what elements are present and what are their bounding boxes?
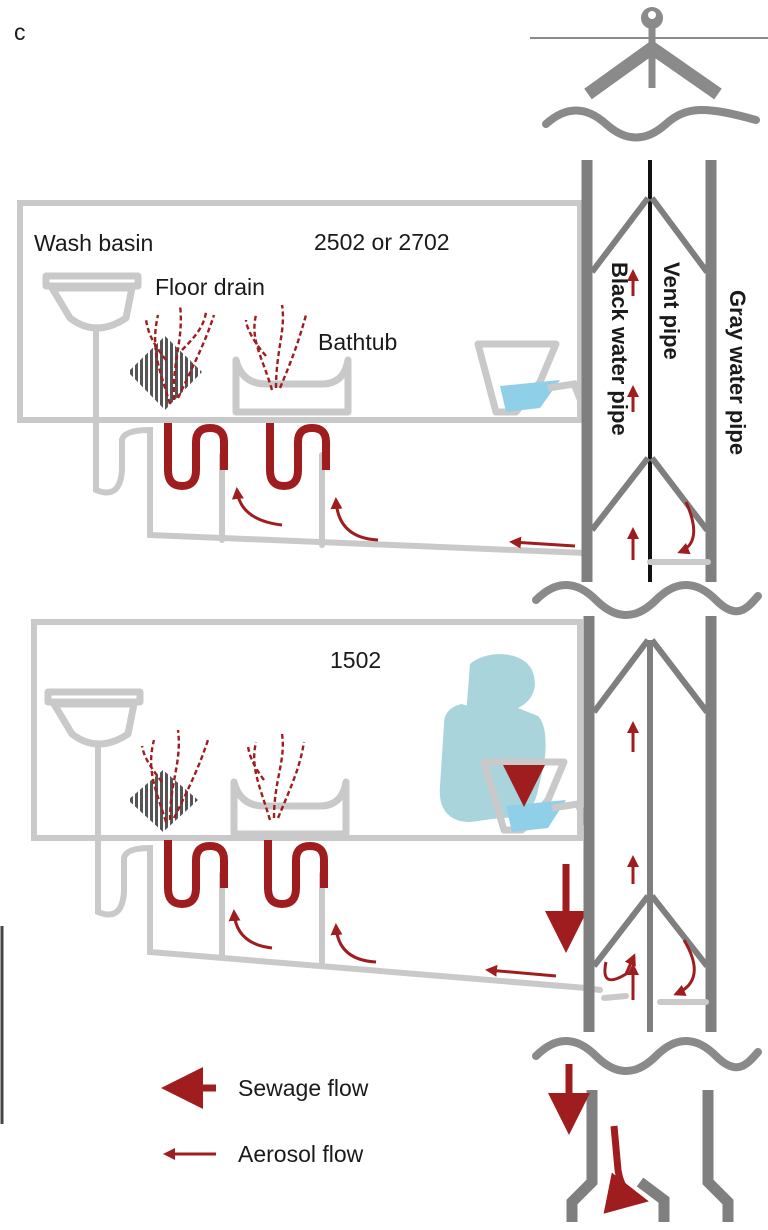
aerosol-arrow-stack-9 [673,939,696,996]
pipe-stack-lower [583,616,717,1032]
aerosol-arrow-upper-3 [509,536,576,549]
floor-drain-grate-icon-lower [128,770,198,832]
roof-vent-cap-icon [530,7,768,142]
aerosol-plume-upper-drain [144,304,216,405]
wash-basin-icon-lower [44,688,144,841]
lower-branch-drain [95,835,603,993]
stack-outlet [548,1064,734,1222]
black-water-pipe-label: Black water pipe [607,262,632,436]
legend: Sewage flow Aerosol flow [161,1067,369,1167]
aerosol-arrow-stack-4 [677,501,696,555]
floor-drain-grate-icon [128,336,202,410]
floor-drain-trap-lower [164,840,228,909]
toilet-icon [474,340,586,416]
pipe-stack-upper: Black water pipe Vent pipe Gray water pi… [581,160,750,582]
upper-branch-drain [93,417,589,556]
wash-basin-icon [42,272,142,423]
wash-basin-label: Wash basin [34,230,153,256]
floor-drain-label: Floor drain [155,274,265,300]
pipe-break-wave-2 [532,1037,762,1075]
aerosol-arrow-stack-8 [603,953,636,982]
pipe-break-wave-1 [532,581,762,619]
aerosol-plume-lower-tub [246,733,306,821]
bathtub-trap-upper [266,423,330,491]
sewage-arrow-outlet-2 [603,1125,649,1214]
panel-letter: c [14,19,26,45]
gray-water-pipe-label: Gray water pipe [725,290,750,455]
bathtub-icon [232,356,352,416]
bathtub-label: Bathtub [318,329,397,355]
upper-room-number: 2502 or 2702 [314,229,450,255]
aerosol-arrow-lower-3 [485,964,557,978]
bathtub-trap-lower [264,840,328,909]
legend-sewage-label: Sewage flow [238,1075,369,1101]
lower-floor: 1502 [31,619,603,993]
bathtub-icon-lower [230,778,350,838]
aerosol-arrow-upper-1 [231,487,283,527]
aerosol-arrow-upper-2 [330,497,379,542]
upper-floor: 2502 or 2702 Wash basin Floor drain Bath… [17,200,589,556]
floor-drain-trap-upper [164,423,228,491]
aerosol-arrow-lower-2 [330,923,377,964]
lower-room-number: 1502 [330,647,381,673]
toilet-icon-lower [480,758,590,834]
aerosol-arrow-lower-1 [228,909,273,950]
legend-aerosol-label: Aerosol flow [238,1141,364,1167]
vent-pipe-label: Vent pipe [659,262,684,360]
aerosol-plume-upper-tub [244,304,308,391]
aerosol-plume-lower-drain [140,729,210,823]
